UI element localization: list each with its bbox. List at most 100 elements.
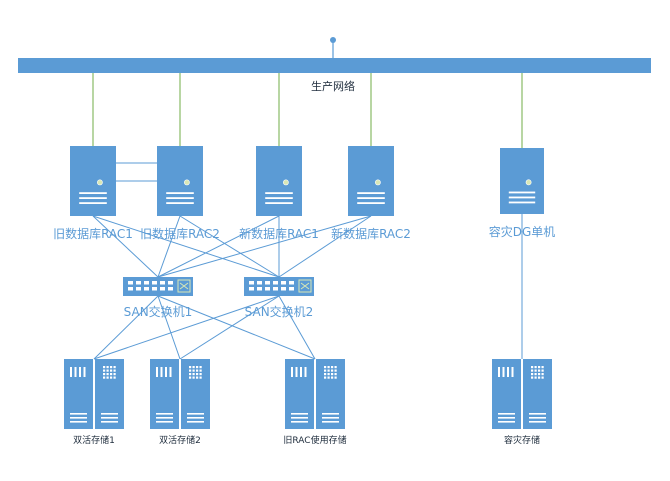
server-body [70, 146, 116, 216]
switch-port [289, 287, 294, 291]
storage-disk-grid [324, 376, 327, 379]
link-sw1-st1 [93, 295, 159, 360]
switch-port [281, 281, 286, 285]
storage-disk-grid [192, 366, 195, 369]
server-vent-line [265, 197, 293, 199]
storage-disk-grid [334, 366, 337, 369]
storage-disk-grid [324, 366, 327, 369]
switch-port [257, 281, 262, 285]
switch-port [265, 287, 270, 291]
storage-disk-slot [79, 367, 81, 377]
storage-disk-grid [199, 369, 202, 372]
storage-vent-line [322, 413, 339, 415]
storage-disk-slot [300, 367, 302, 377]
server-power-led [525, 179, 532, 186]
storage-disk-grid [331, 373, 334, 376]
storage-disk-slot [83, 367, 86, 377]
server-vent-line [508, 201, 536, 204]
bus-antenna-dot [330, 37, 336, 43]
storage-disk-grid [192, 373, 195, 376]
storage-disk-slot [304, 367, 307, 377]
storage-disk-grid [106, 366, 109, 369]
storage-disk-grid [189, 369, 192, 372]
server-s4: 新数据库RAC2 [331, 146, 411, 241]
switch-uplink-cross [300, 282, 310, 290]
storage-disk-grid [534, 369, 537, 372]
link-sw2-st2 [179, 295, 280, 360]
switch-port [144, 287, 149, 291]
storage-disk-grid [331, 369, 334, 372]
storage-disk-grid [103, 369, 106, 372]
switch-port [152, 287, 157, 291]
storage-label-st3: 旧RAC使用存储 [283, 434, 346, 446]
storage-disk-grid [538, 373, 541, 376]
storage-disk-grid [189, 373, 192, 376]
switch-uplink-cross [179, 282, 189, 290]
server-vent-line [265, 202, 293, 204]
server-vent-line [265, 192, 293, 194]
storage-disk-slot [511, 367, 514, 377]
storage-vent-line [322, 417, 339, 419]
switch-port [136, 281, 141, 285]
server-power-led [282, 179, 289, 186]
production-network-label: 生产网络 [311, 79, 355, 93]
storage-disk-grid [113, 373, 116, 376]
server-body [348, 146, 394, 216]
storage-disk-grid [327, 373, 330, 376]
storage-disk-slot [291, 367, 293, 377]
storage-st3: 旧RAC使用存储 [283, 359, 347, 446]
server-label-s3: 新数据库RAC1 [239, 226, 319, 241]
storage-vent-line [156, 417, 173, 419]
storage-disk-grid [103, 373, 106, 376]
server-s5: 容灾DG单机 [489, 148, 555, 239]
server-body [256, 146, 302, 216]
link-s2-sw2 [179, 215, 280, 278]
server-vent-line [357, 202, 385, 204]
storage-vent-line [498, 421, 515, 423]
switch-port [281, 287, 286, 291]
storage-vent-line [101, 417, 118, 419]
switch-port [128, 281, 133, 285]
server-vent-line [357, 197, 385, 199]
storage-disk-grid [103, 366, 106, 369]
server-label-s1: 旧数据库RAC1 [53, 226, 133, 241]
storage-disk-grid [113, 366, 116, 369]
server-label-s4: 新数据库RAC2 [331, 226, 411, 241]
storage-disk-grid [541, 369, 544, 372]
storage-disk-grid [110, 376, 113, 379]
storage-disk-grid [541, 366, 544, 369]
storage-disk-grid [192, 376, 195, 379]
storage-vent-line [498, 413, 515, 415]
server-vent-line [357, 192, 385, 194]
server-vent-line [508, 191, 536, 194]
storage-vent-line [187, 421, 204, 423]
storage-vent-line [291, 421, 308, 423]
switch-uplink-module [298, 279, 312, 293]
storage-disk-slot [156, 367, 158, 377]
storage-vent-line [187, 413, 204, 415]
storage-disk-grid [110, 373, 113, 376]
storage-disk-grid [113, 369, 116, 372]
switch-port [168, 287, 173, 291]
storage-disk-grid [334, 373, 337, 376]
storage-vent-line [322, 421, 339, 423]
storage-disk-grid [189, 366, 192, 369]
storage-disk-grid [110, 366, 113, 369]
server-vent-line [166, 197, 194, 199]
server-vent-line [79, 202, 107, 204]
storage-disk-grid [199, 376, 202, 379]
storage-disk-grid [103, 376, 106, 379]
storage-st4: 容灾存储 [492, 359, 552, 446]
server-power-led [374, 179, 381, 186]
server-body [500, 148, 544, 214]
storage-disk-grid [334, 369, 337, 372]
storage-disk-grid [541, 373, 544, 376]
storage-vent-line [187, 417, 204, 419]
storage-disk-grid [538, 369, 541, 372]
storage-disk-grid [110, 369, 113, 372]
storage-disk-slot [502, 367, 505, 377]
switch-port [168, 281, 173, 285]
storage-disk-grid [534, 376, 537, 379]
storage-disk-grid [199, 373, 202, 376]
